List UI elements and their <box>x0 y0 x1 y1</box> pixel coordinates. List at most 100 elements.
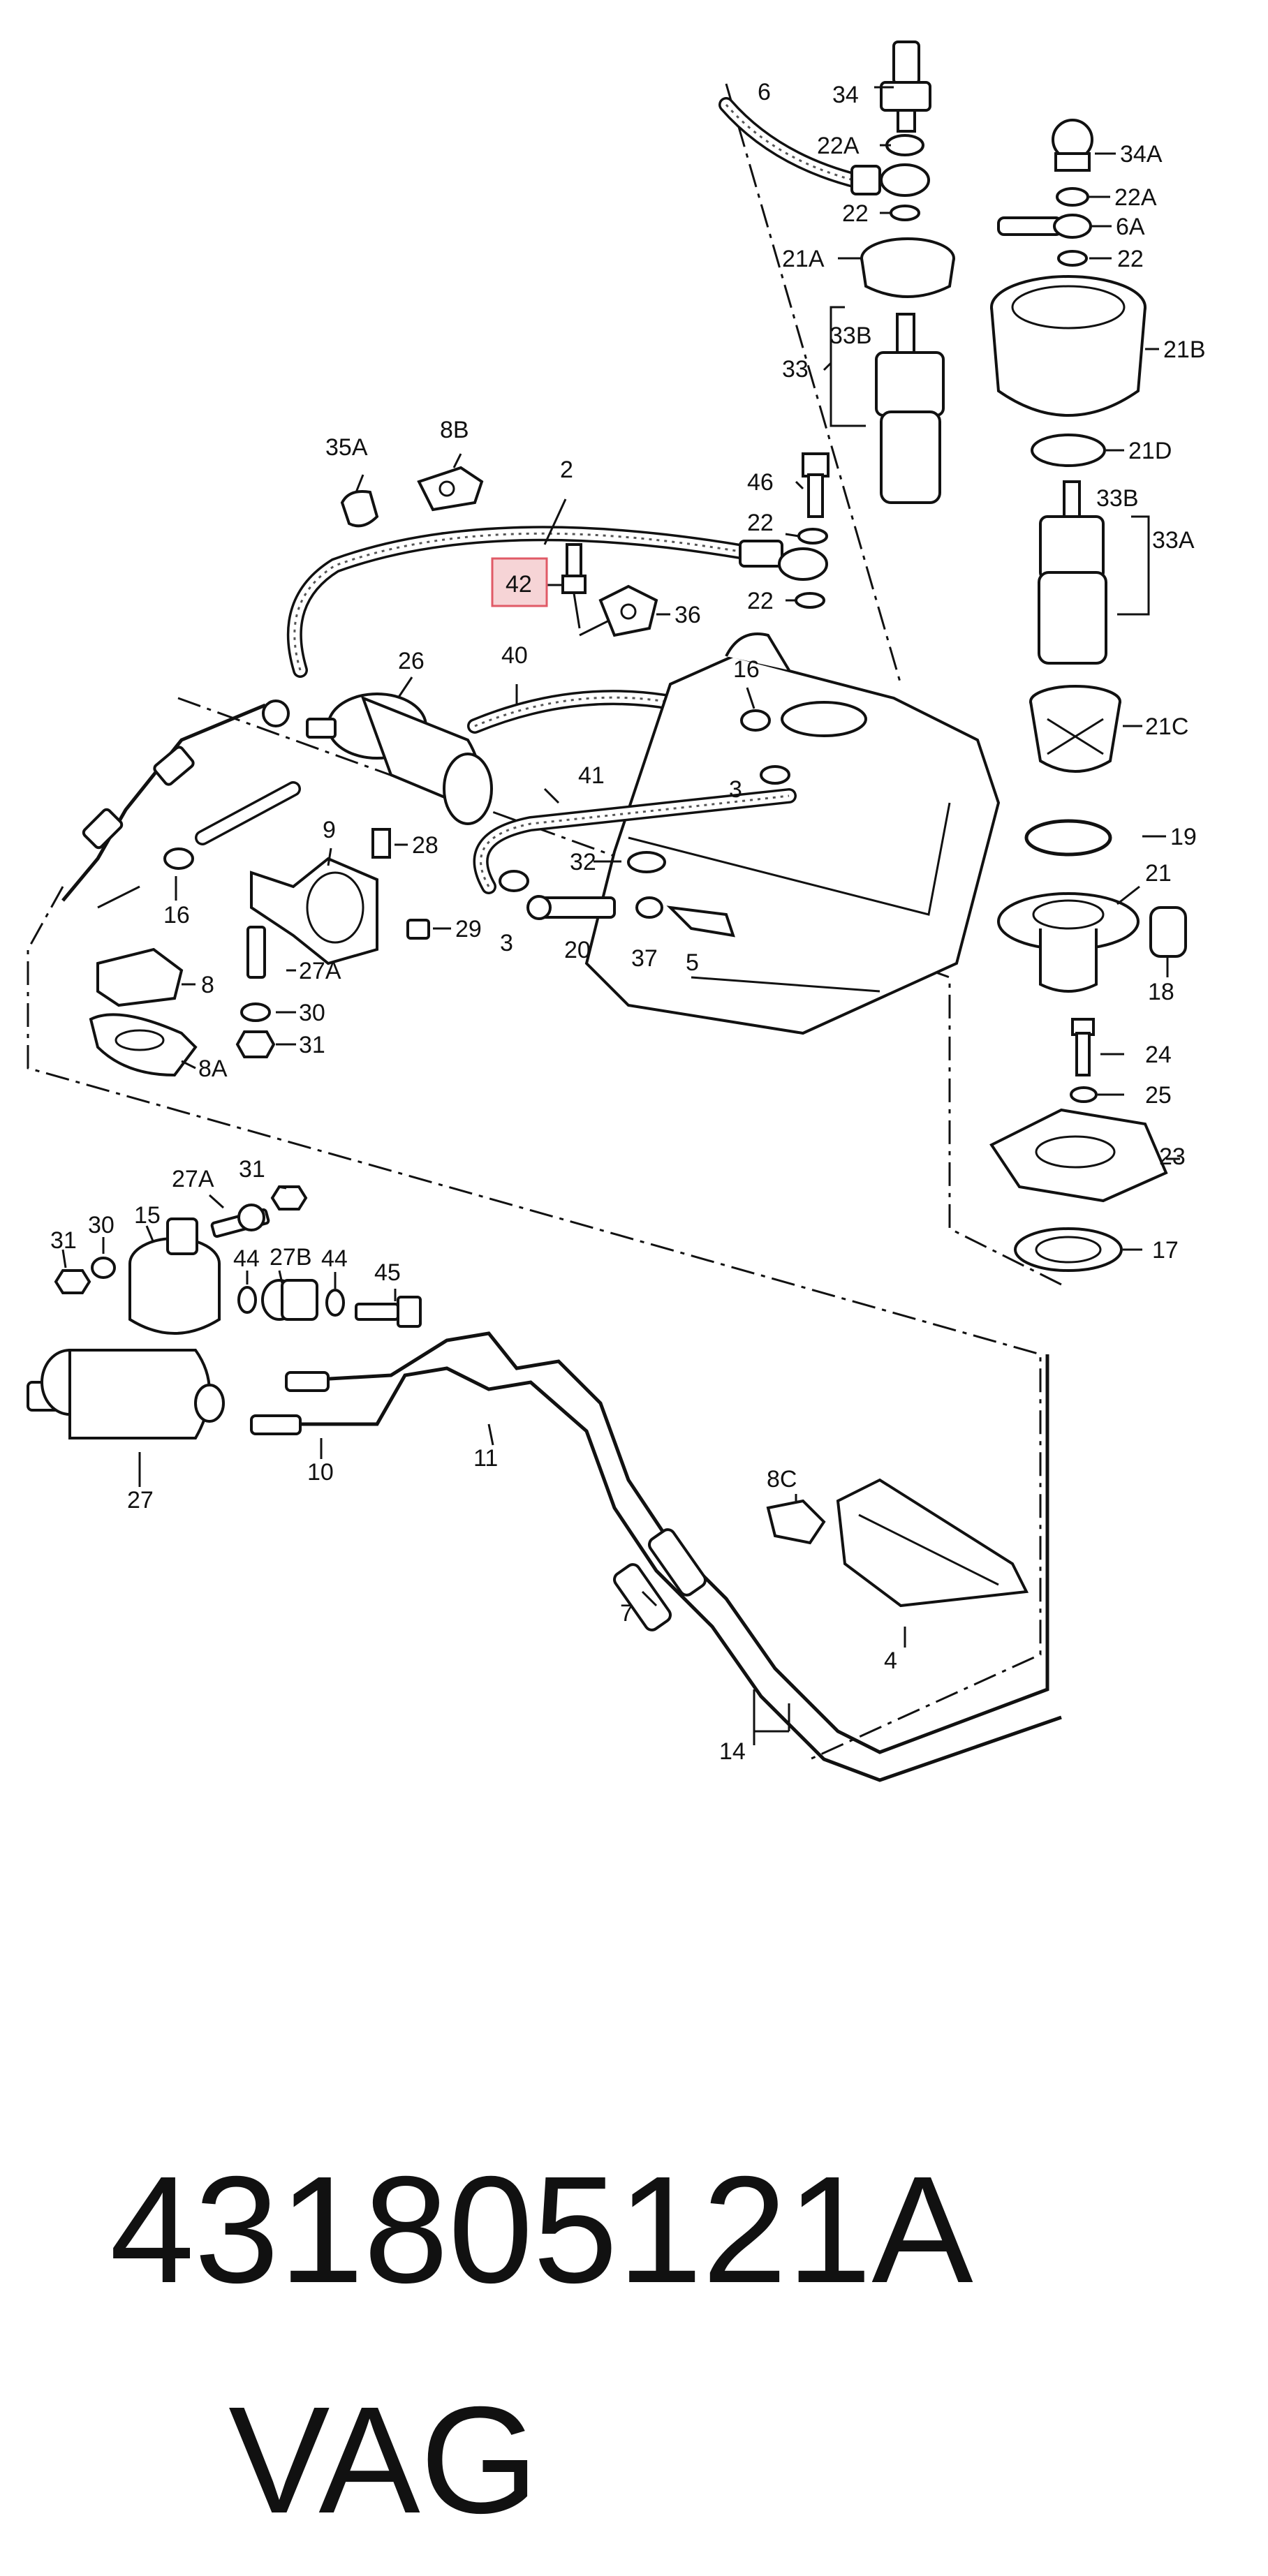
label-33b: 33B <box>830 323 872 349</box>
clamp-37 <box>635 896 663 919</box>
damper-18 <box>1149 906 1187 958</box>
banjo-bolt-34a <box>1052 119 1093 172</box>
label-25: 25 <box>1145 1082 1172 1109</box>
bolt-24 <box>1071 1018 1095 1076</box>
banjo-bolt-34 <box>880 40 931 133</box>
label-11: 11 <box>473 1445 498 1472</box>
label-6a: 6A <box>1116 214 1145 240</box>
label-21b: 21B <box>1163 336 1206 363</box>
hose-clamp-19 <box>1024 819 1112 857</box>
label-29: 29 <box>455 916 482 942</box>
washer-22-right <box>1057 250 1088 267</box>
locking-ring-21a <box>860 237 955 298</box>
accumulator-26 <box>306 693 493 825</box>
bracket-9 <box>250 857 378 965</box>
label-8b: 8B <box>440 417 469 443</box>
label-41: 41 <box>578 762 605 789</box>
hoses-7 <box>613 1528 707 1631</box>
label-30-lower: 30 <box>88 1212 115 1238</box>
label-3-lower: 3 <box>500 930 513 956</box>
washer-22-mid-lower <box>795 592 825 609</box>
fitting-20 <box>526 895 616 920</box>
label-22-mid-lower: 22 <box>747 588 774 614</box>
fuel-pump-33 <box>823 306 945 504</box>
clip-35a <box>340 490 379 528</box>
label-8a: 8A <box>198 1056 228 1082</box>
footer: 431805121A VAG <box>25 1885 1254 2545</box>
clamp-16-upper <box>740 709 771 732</box>
label-24: 24 <box>1145 1042 1172 1068</box>
washer-25 <box>1070 1086 1098 1103</box>
label-27: 27 <box>127 1487 154 1513</box>
seal-17 <box>1014 1227 1123 1272</box>
label-8c: 8C <box>767 1466 797 1493</box>
label-8: 8 <box>201 972 214 998</box>
label-15: 15 <box>134 1202 161 1229</box>
label-3-upper: 3 <box>729 776 742 803</box>
housing-21b <box>990 275 1147 417</box>
label-20: 20 <box>564 937 591 963</box>
screw-28 <box>371 828 391 859</box>
label-17: 17 <box>1152 1237 1179 1264</box>
label-36: 36 <box>674 602 701 628</box>
seal-44-left <box>237 1286 257 1314</box>
label-22-mid-upper: 22 <box>747 510 774 536</box>
clamp-3-upper <box>760 765 790 785</box>
fuel-filter-27 <box>27 1349 225 1439</box>
label-34: 34 <box>832 82 859 108</box>
fuel-system-exploded-diagram: 34 6 22A 22 21A 33B 33 34A 22A 6A 22 21B… <box>27 40 1206 1782</box>
label-32: 32 <box>570 849 596 875</box>
label-22: 22 <box>842 200 869 227</box>
washer-30-upper <box>240 1002 271 1022</box>
washer-22-mid-upper <box>797 528 828 545</box>
label-9: 9 <box>323 817 336 843</box>
label-6: 6 <box>758 79 771 105</box>
nut-31-lower-right <box>270 1185 308 1211</box>
fuel-tank <box>584 632 1001 1035</box>
label-2: 2 <box>560 457 573 483</box>
label-5: 5 <box>686 949 699 976</box>
nut-31-lower-left <box>54 1269 91 1294</box>
label-27b: 27B <box>270 1244 312 1271</box>
filter-clamp-15 <box>128 1217 221 1335</box>
label-45: 45 <box>374 1259 401 1286</box>
washer-22a-right <box>1056 187 1089 207</box>
fuel-pump-33a <box>1038 480 1150 665</box>
label-33a: 33A <box>1152 527 1195 554</box>
label-27a-upper: 27A <box>299 958 341 984</box>
clamp-16-lower <box>163 847 194 870</box>
label-7: 7 <box>620 1600 633 1627</box>
label-21d: 21D <box>1128 438 1172 464</box>
label-35a: 35A <box>325 434 368 461</box>
label-27a-lower: 27A <box>172 1166 214 1192</box>
stud-27a-lower <box>210 1204 270 1238</box>
o-ring-21d <box>1031 434 1106 467</box>
washer-30-lower <box>91 1257 116 1279</box>
clip-8b <box>417 466 484 512</box>
clamp-3-lower <box>499 870 529 892</box>
valve-42 <box>561 543 615 637</box>
washer-22-upper <box>890 205 920 221</box>
washer-22a-upper <box>885 134 924 156</box>
label-40: 40 <box>501 642 528 669</box>
label-33: 33 <box>782 356 809 383</box>
label-23: 23 <box>1159 1143 1186 1170</box>
label-31-lower-left: 31 <box>50 1227 77 1254</box>
union-27b <box>261 1279 318 1321</box>
flange-21 <box>997 892 1140 993</box>
brand-name: VAG <box>228 2376 539 2545</box>
label-44-left: 44 <box>233 1245 260 1272</box>
clip-32 <box>627 851 666 873</box>
label-31-upper: 31 <box>299 1032 325 1058</box>
label-21: 21 <box>1145 860 1172 887</box>
label-26: 26 <box>398 648 425 674</box>
hose-nipple-6a <box>997 214 1092 239</box>
clip-8c <box>766 1499 826 1545</box>
label-19: 19 <box>1170 824 1197 850</box>
label-34a: 34A <box>1120 141 1163 168</box>
heat-shield-4 <box>836 1478 1029 1608</box>
nut-31-upper <box>235 1030 276 1058</box>
label-22a-right: 22A <box>1114 184 1157 211</box>
hose-41 <box>473 788 797 894</box>
label-37: 37 <box>631 945 658 972</box>
